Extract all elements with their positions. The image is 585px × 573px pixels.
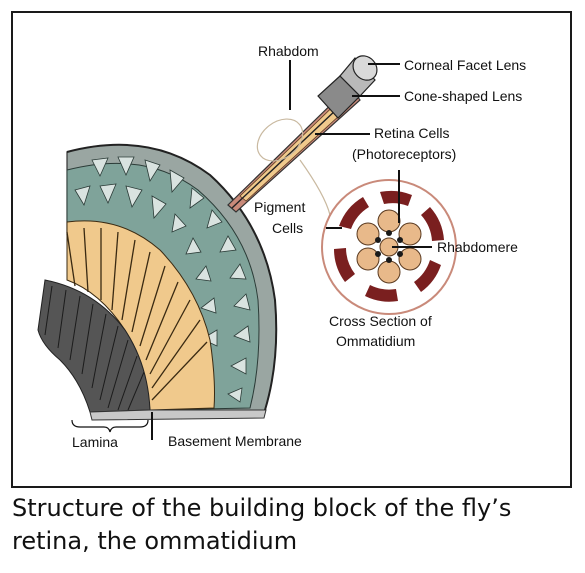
cross-section bbox=[321, 179, 457, 315]
label-ommatidium: Ommatidium bbox=[336, 333, 415, 349]
callout-loop bbox=[256, 118, 304, 162]
label-cells: Cells bbox=[272, 220, 303, 236]
eye-base-edge bbox=[89, 409, 267, 421]
pigment-cell-segments bbox=[334, 190, 444, 302]
callout-connector bbox=[299, 159, 331, 216]
corneal-facet-top bbox=[352, 55, 378, 81]
lamina-brace bbox=[71, 419, 149, 433]
corneal-lens-shape bbox=[339, 57, 376, 97]
figure-caption: Structure of the building block of the f… bbox=[12, 492, 577, 558]
compound-eye-section bbox=[37, 143, 278, 421]
label-corneal-facet-lens: Corneal Facet Lens bbox=[404, 57, 526, 73]
label-rhabdom: Rhabdom bbox=[258, 43, 319, 59]
label-photoreceptors: (Photoreceptors) bbox=[352, 146, 456, 162]
caption-line-2: retina, the ommatidium bbox=[12, 527, 298, 555]
label-rhabdomere: Rhabdomere bbox=[437, 239, 518, 255]
eye-outline bbox=[66, 143, 278, 411]
facet-highlights bbox=[74, 156, 251, 403]
ommatidium-diagram: Rhabdom Corneal Facet Lens Cone-shaped L… bbox=[37, 43, 526, 450]
label-pigment: Pigment bbox=[254, 199, 305, 215]
retina-ray-lines bbox=[66, 227, 208, 401]
rhabdomere-dots bbox=[375, 230, 403, 263]
label-cone-shaped-lens: Cone-shaped Lens bbox=[404, 88, 522, 104]
photoreceptor-cells bbox=[356, 209, 422, 284]
caption-line-1: Structure of the building block of the f… bbox=[12, 494, 512, 522]
label-lamina: Lamina bbox=[72, 434, 118, 450]
label-basement-membrane: Basement Membrane bbox=[168, 433, 302, 449]
single-ommatidium bbox=[227, 55, 378, 216]
label-retina-cells: Retina Cells bbox=[374, 125, 449, 141]
lamina-ray-lines bbox=[44, 285, 145, 411]
leader-lines bbox=[151, 60, 432, 440]
label-cross-section: Cross Section of bbox=[329, 313, 432, 329]
